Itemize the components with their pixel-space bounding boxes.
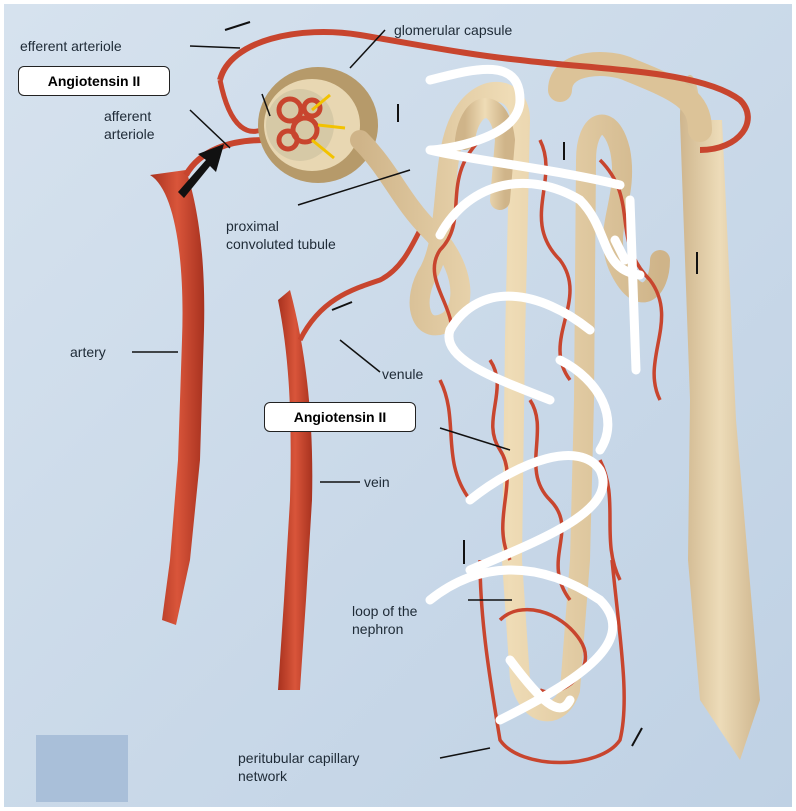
label-afferent-line1: afferent <box>104 108 151 125</box>
label-peritubular-line2: network <box>238 768 287 785</box>
label-loop-line1: loop of the <box>352 603 417 620</box>
callout-angiotensin-middle: Angiotensin II <box>264 402 416 432</box>
label-proximal-line1: proximal <box>226 218 279 235</box>
blank-label-box <box>36 735 128 802</box>
callout-angiotensin-top: Angiotensin II <box>18 66 170 96</box>
label-artery: artery <box>70 344 106 361</box>
label-afferent-line2: arteriole <box>104 126 155 143</box>
label-efferent-arteriole: efferent arteriole <box>20 38 122 55</box>
label-vein: vein <box>364 474 390 491</box>
label-loop-line2: nephron <box>352 621 403 638</box>
label-proximal-line2: convoluted tubule <box>226 236 336 253</box>
label-venule: venule <box>382 366 423 383</box>
label-peritubular-line1: peritubular capillary <box>238 750 359 767</box>
label-glomerular-capsule: glomerular capsule <box>394 22 512 39</box>
